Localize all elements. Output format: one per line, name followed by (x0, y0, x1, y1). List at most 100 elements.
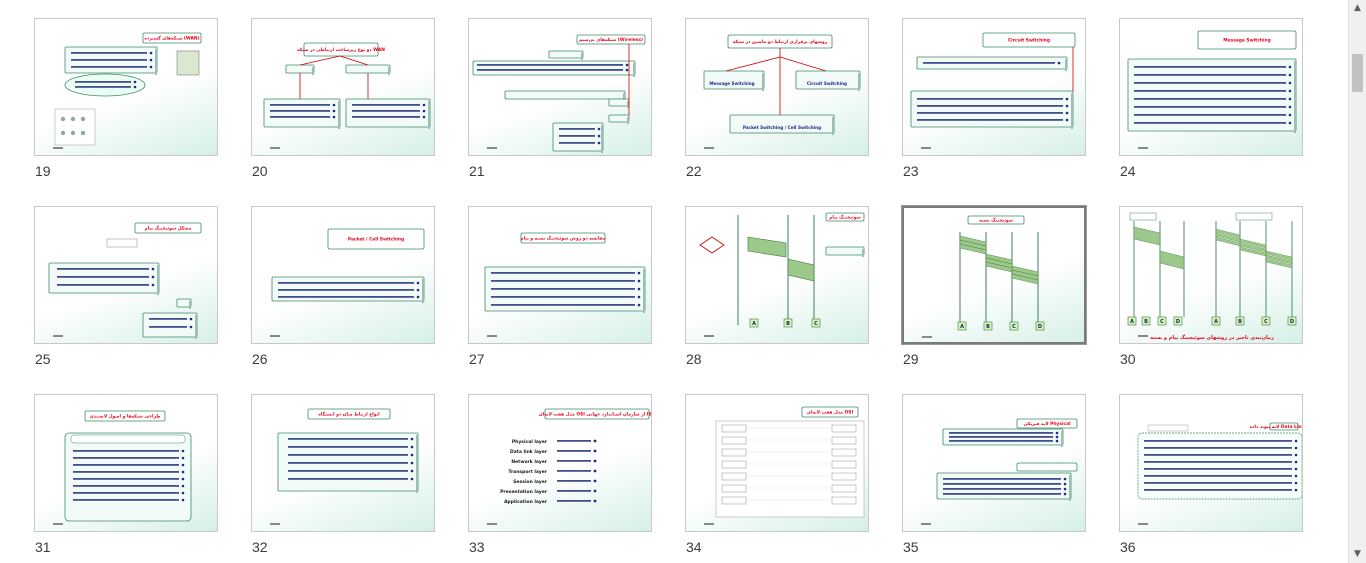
slide-title: مشکل سوئیچینگ پیام (145, 226, 192, 232)
scroll-down-arrow-icon[interactable]: ▼ (1354, 549, 1361, 559)
bullet-icon (1294, 481, 1298, 485)
bullet-text-line (75, 81, 131, 83)
slide-footer-number (487, 335, 497, 337)
content-box (729, 114, 835, 134)
slide-preview[interactable]: انواع ارتباط میان دو ایستگاه (251, 394, 435, 532)
osi-layer-label: Transport layer (508, 469, 547, 475)
bullet-text-line (71, 59, 147, 61)
bullet-text-line (1134, 74, 1286, 76)
slide-preview[interactable]: شبکه‌های بی‌سیم (Wireless) (468, 18, 652, 156)
node-label-box (811, 318, 821, 328)
bullet-icon (637, 295, 641, 299)
slide-content: مدل هفت لایه‌ای OSI از سازمان استاندارد … (487, 408, 651, 525)
osi-layer-label: Network layer (511, 459, 547, 465)
bullet-icon (593, 499, 597, 503)
content-box (142, 312, 198, 338)
bullet-icon (181, 456, 185, 460)
slide-title: شبکه‌های بی‌سیم (Wireless) (579, 37, 643, 43)
osi-layer-label: Presentation layer (500, 489, 548, 495)
node-label: A (752, 321, 756, 327)
bullet-icon (1288, 65, 1292, 69)
content-box (176, 298, 192, 308)
bullet-text-line (149, 326, 187, 328)
slide-preview[interactable]: طراحی شبکه‌ها و اصول لایه‌بندی (34, 394, 218, 532)
slide-content: شبکه‌های بی‌سیم (Wireless) (472, 34, 646, 153)
slide-footer-number (53, 335, 63, 337)
bullet-text-line (1134, 90, 1286, 92)
slide-preview[interactable]: مدل هفت لایه‌ای OSI از سازمان استاندارد … (468, 394, 652, 532)
content-box (608, 98, 630, 107)
bullet-icon (1288, 97, 1292, 101)
slide-preview[interactable]: Packet / Cell Switching (251, 206, 435, 344)
slide-number: 22 (686, 163, 702, 179)
callout-bubble (64, 73, 146, 97)
box-label: Circuit Switching (807, 81, 847, 86)
slide-footer-number (270, 335, 280, 337)
slide-preview[interactable]: لایه پیوند داده Data Link layer (1119, 394, 1303, 532)
content-box (936, 472, 1072, 500)
node-label-box (1173, 316, 1183, 326)
slide-preview[interactable]: مدل هفت لایه‌ای OSI (685, 394, 869, 532)
slide-title-box (134, 222, 202, 234)
slide-preview[interactable]: دو نوع زیرساخت ارتباطی در شبکه WAN (251, 18, 435, 156)
bullet-text-line (278, 289, 414, 291)
bullet-icon (181, 498, 185, 502)
slide-title-box (576, 34, 646, 45)
slide-number: 26 (252, 351, 268, 367)
bullet-icon (1294, 474, 1298, 478)
bullet-text-line (57, 276, 149, 278)
bullet-icon (133, 85, 137, 89)
content-box (825, 246, 865, 256)
slide-title-box (327, 228, 425, 250)
bullet-icon (410, 477, 414, 481)
node-label: C (1160, 319, 1164, 325)
content-box (552, 122, 604, 152)
bullet-text-line (278, 282, 414, 284)
scrollbar-thumb[interactable] (1352, 54, 1363, 92)
bullet-icon (1063, 477, 1067, 481)
slide-content: لایه فیزیکی Physical (921, 418, 1078, 525)
node-label-box (1157, 316, 1167, 326)
bullet-text-line (917, 105, 1063, 107)
bullet-text-line (278, 296, 414, 298)
bullet-text-line (149, 318, 187, 320)
bullet-icon (416, 288, 420, 292)
bullet-icon (1065, 111, 1069, 115)
slide-title: طراحی شبکه‌ها و اصول لایه‌بندی (90, 414, 161, 420)
slide-preview[interactable]: شبکه‌های گسترده (WAN) (34, 18, 218, 156)
content-box (910, 90, 1074, 128)
slide-title: سوئیچینگ بسته (979, 218, 1013, 224)
slide-number: 31 (35, 539, 51, 555)
slide-preview[interactable]: مشکل سوئیچینگ پیام (34, 206, 218, 344)
connector-line (725, 56, 781, 72)
slide-number: 27 (469, 351, 485, 367)
slide-number: 29 (903, 351, 919, 367)
slide-preview[interactable]: مقایسه دو روش سوئیچینگ بسته و پیام (468, 206, 652, 344)
slide-content: مدل هفت لایه‌ای OSI (704, 406, 865, 525)
slide-title: Packet / Cell Switching (348, 237, 404, 243)
scroll-up-arrow-icon[interactable]: ▲ (1354, 3, 1361, 13)
slide-preview[interactable]: Message Switching (1119, 18, 1303, 156)
slide-preview[interactable]: لایه فیزیکی Physical (902, 394, 1086, 532)
slide-preview[interactable]: Circuit Switching (902, 18, 1086, 156)
vertical-scrollbar[interactable]: ▲ ▼ (1348, 0, 1366, 563)
slide-footer-number (921, 523, 931, 525)
bullet-icon (1294, 453, 1298, 457)
bullet-text-line (1134, 122, 1286, 124)
bullet-text-line (352, 110, 420, 112)
bullet-icon (151, 275, 155, 279)
osi-layer-label: Data link layer (510, 449, 548, 455)
bullet-text-line (270, 104, 330, 106)
content-box (548, 50, 584, 59)
bullet-text-line (943, 488, 1061, 490)
bullet-text-line (73, 492, 179, 494)
slide-footer-number (53, 147, 63, 149)
slide-title: مدل هفت لایه‌ای OSI (807, 410, 854, 416)
osi-layer-label: Session layer (513, 479, 547, 485)
